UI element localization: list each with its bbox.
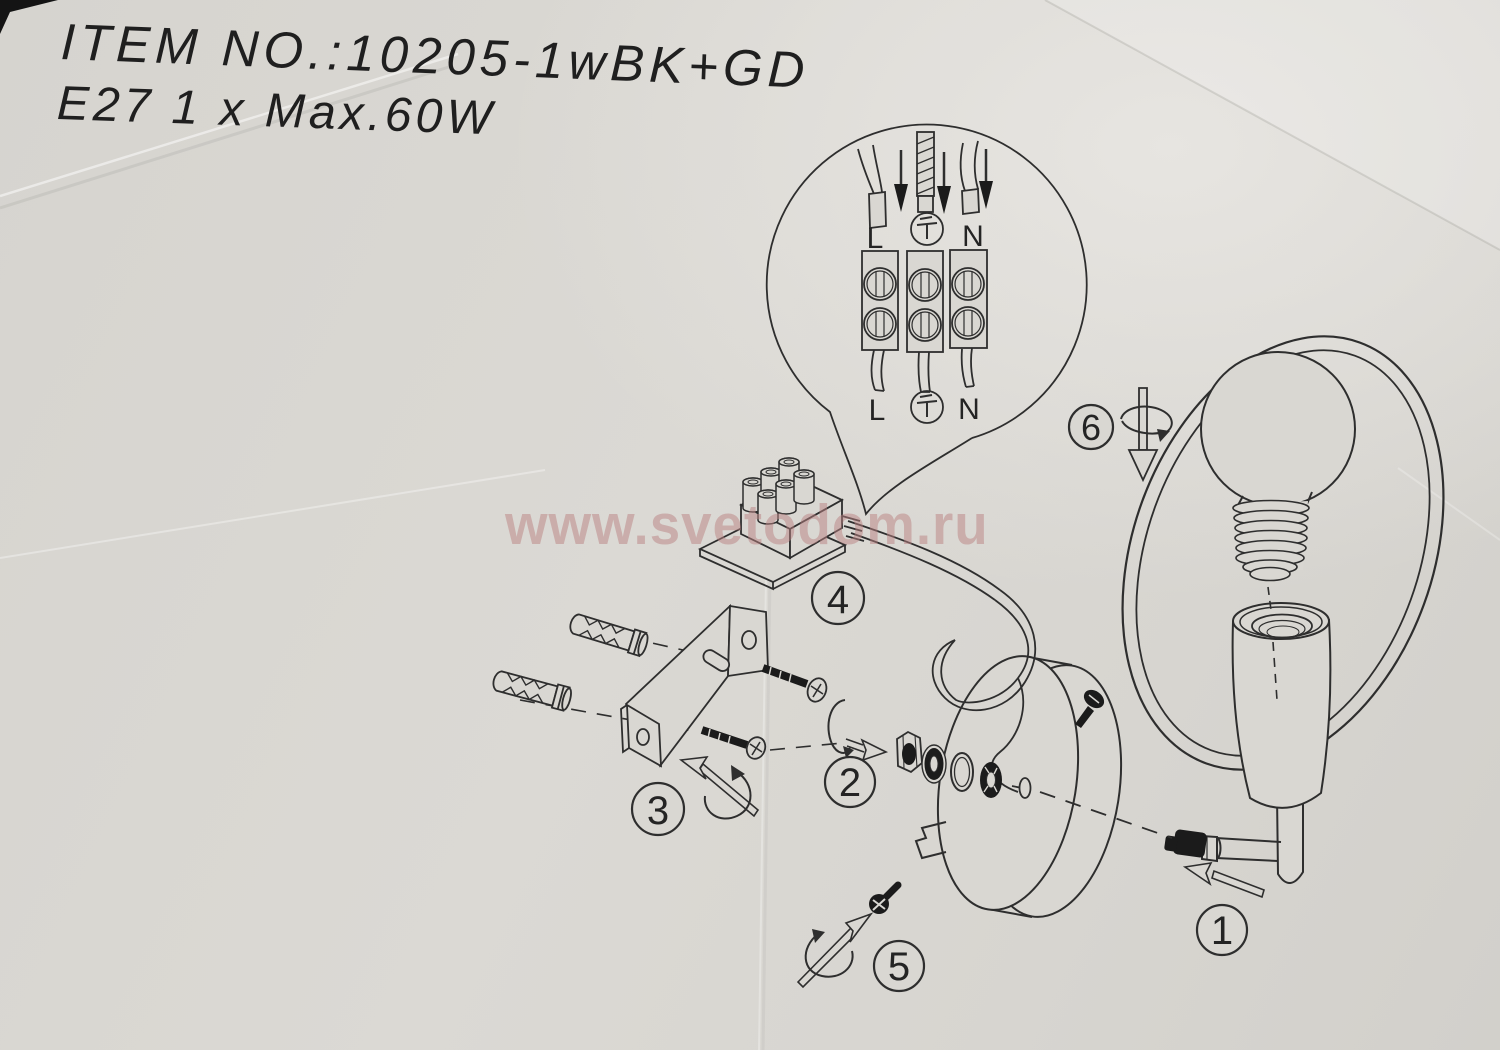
insert-arrow-icon (845, 738, 889, 762)
keyhole-slot (914, 821, 947, 860)
svg-text:3: 3 (647, 789, 669, 833)
wiring-callout: L N (765, 123, 1088, 516)
svg-text:5: 5 (888, 945, 910, 989)
wall-anchor (492, 670, 572, 712)
step-1-badge: 1 (1195, 903, 1249, 957)
step-badges: 1 2 3 4 5 6 (630, 403, 1249, 993)
earth-ground-icon (910, 390, 944, 424)
step-4-badge: 4 (810, 570, 866, 626)
earth-ground-icon (910, 212, 944, 246)
mounting-screw (761, 664, 828, 703)
lamp-cord-wires (847, 520, 1037, 793)
washer (921, 744, 947, 784)
hex-nut (896, 730, 923, 774)
svg-text:4: 4 (827, 578, 849, 622)
rotation-arrow-icon (678, 756, 760, 820)
terminal-strip-front (861, 249, 988, 353)
rotation-arrow-icon (796, 912, 874, 989)
svg-text:6: 6 (1081, 407, 1101, 448)
lamp-socket (1231, 602, 1332, 809)
step-3-badge: 3 (630, 781, 686, 837)
terminal-screw-icon (863, 267, 985, 342)
incoming-live-wire (857, 144, 887, 230)
incoming-neutral-label: N (962, 220, 984, 253)
insert-arrow-icon (894, 149, 993, 214)
canopy-fixing-screw (869, 881, 902, 914)
callout-balloon-outline (765, 123, 1088, 516)
canopy-hardware (827, 699, 1173, 839)
bracket-hole (741, 630, 757, 650)
bulb-screw-base (1232, 499, 1310, 582)
lamp-arm (1164, 793, 1304, 884)
wall-lamp-ring (1121, 335, 1445, 771)
step-6-badge: 6 (1067, 403, 1115, 451)
photo-corner-shadow (0, 0, 58, 34)
svg-text:2: 2 (839, 761, 861, 805)
ring-washer (950, 752, 974, 792)
canopy-center-hole (1018, 777, 1032, 799)
rotation-arrow-icon (827, 699, 854, 758)
threaded-nipple (1164, 829, 1207, 858)
step-2-badge: 2 (823, 755, 877, 809)
step-5-badge: 5 (872, 939, 926, 993)
slide-arrow-icon (1182, 861, 1265, 899)
incoming-neutral-wire (959, 140, 980, 216)
outgoing-wires (870, 347, 975, 393)
svg-text:1: 1 (1211, 909, 1233, 953)
outgoing-live-label: L (869, 394, 886, 427)
light-bulb (1200, 351, 1356, 611)
screw-down-arrow-icon (1120, 387, 1173, 483)
incoming-live-label: L (867, 222, 884, 255)
canopy-screw (1075, 689, 1105, 728)
terminal-block-3d (697, 457, 865, 591)
bracket-slot (702, 649, 731, 672)
lock-washer (980, 762, 1002, 798)
mounting-screw (700, 726, 767, 760)
bracket-hole (636, 728, 650, 746)
terminal-posts (742, 457, 815, 525)
wall-anchor (569, 613, 649, 658)
site-watermark: www.svetodom.ru (505, 493, 989, 557)
outgoing-neutral-label: N (958, 393, 980, 426)
incoming-earth-wire (916, 131, 935, 213)
